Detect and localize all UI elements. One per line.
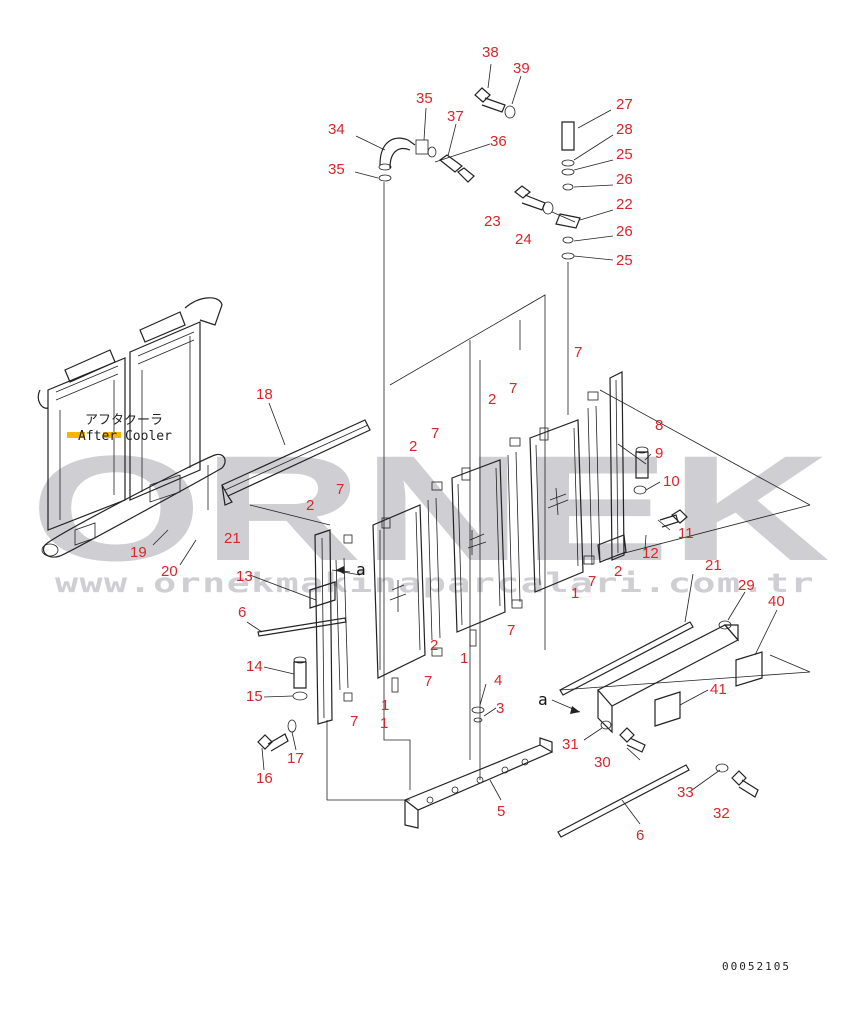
callout-7d: 7 [336,481,344,498]
section-marks: a a [335,560,581,714]
callout-34: 34 [328,121,345,138]
seals [335,391,601,702]
callout-2c: 2 [614,563,622,580]
callout-23: 23 [484,213,501,230]
callout-7f: 7 [507,622,515,639]
callout-1c: 1 [381,697,389,714]
callout-7a: 7 [574,344,582,361]
inset-label-en: After Cooler [78,429,172,444]
callout-24: 24 [515,231,532,248]
callout-2e: 2 [430,637,438,654]
callout-36: 36 [490,133,507,150]
drawing-code: 00052105 [722,960,791,973]
callout-22: 22 [616,196,633,213]
rail-upper [221,419,371,506]
callout-21b: 21 [705,557,722,574]
callout-25b: 25 [616,252,633,269]
callout-13: 13 [236,568,253,585]
callout-15: 15 [246,688,263,705]
callout-10: 10 [663,473,680,490]
callout-1a: 1 [571,585,579,602]
callout-7c: 7 [431,425,439,442]
callout-26b: 26 [616,223,633,240]
callout-30: 30 [594,754,611,771]
callout-14: 14 [246,658,263,675]
callout-2d: 2 [306,497,314,514]
callout-9: 9 [655,445,663,462]
inset-label-jp: アフタクーラ [85,413,163,428]
callout-19: 19 [130,544,147,561]
bottom-bracket [403,706,554,829]
callout-11: 11 [678,525,694,542]
callout-28: 28 [616,121,633,138]
callout-3: 3 [496,700,504,717]
callout-32: 32 [713,805,730,822]
callout-18: 18 [256,386,273,403]
callout-26: 26 [616,171,633,188]
callout-1d: 1 [380,715,388,732]
callout-8: 8 [655,417,663,434]
callout-20: 20 [161,563,178,580]
callout-31: 31 [562,736,579,753]
top-fittings [378,87,581,260]
section-mark-lower: a [538,690,548,709]
callout-33: 33 [677,784,694,801]
callout-1b: 1 [460,650,468,667]
section-mark-upper: a [356,560,366,579]
callout-40: 40 [768,593,785,610]
callout-5: 5 [497,803,505,820]
callout-38: 38 [482,44,499,61]
callout-2a: 2 [488,391,496,408]
callout-4: 4 [494,672,502,689]
callout-16: 16 [256,770,273,787]
callout-17: 17 [287,750,304,767]
callout-2b: 2 [409,438,417,455]
assembly-guide-lines [207,182,811,801]
callout-leaders [152,63,778,825]
watermark-url: www.ornekmakinaparcalari.com.tr [55,568,815,599]
callout-29: 29 [738,577,755,594]
callout-7b: 7 [509,380,517,397]
callout-numbers: 38 39 35 37 34 36 35 27 28 25 26 22 23 2… [130,44,785,844]
callout-7g: 7 [424,673,432,690]
bolts-left [257,617,347,752]
callout-35b: 35 [328,161,345,178]
after-cooler-inset: アフタクーラ After Cooler [37,297,226,558]
callout-27: 27 [616,96,633,113]
callout-39: 39 [513,60,530,77]
side-bracket-right [597,371,627,563]
side-bracket-left [309,529,361,725]
cores [372,419,584,693]
lower-right-assembly [557,446,763,838]
callout-7e: 7 [588,573,596,590]
callout-6b: 6 [636,827,644,844]
callout-37: 37 [447,108,464,125]
callout-6a: 6 [238,604,246,621]
callout-12: 12 [642,545,659,562]
callout-25: 25 [616,146,633,163]
callout-7h: 7 [350,713,358,730]
callout-35: 35 [416,90,433,107]
callout-41: 41 [710,681,727,698]
callout-21a: 21 [224,530,241,547]
